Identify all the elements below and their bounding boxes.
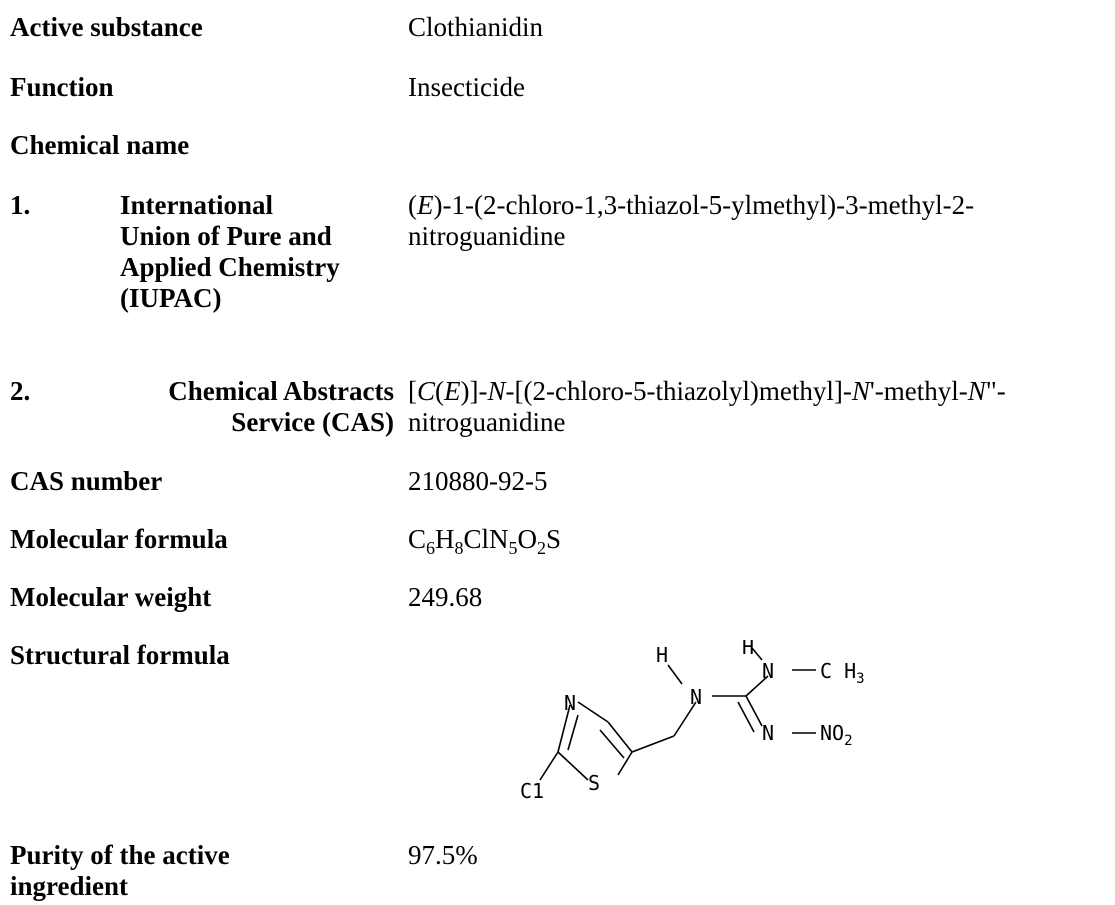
bond-n-c4 [577,701,609,723]
iupac-number: 1. [10,190,31,220]
atom-n-top: N [762,659,774,683]
atom-no2-text: NO [820,721,844,745]
atom-n-ring: N [564,691,576,715]
label-molecular-weight: Molecular weight [10,582,212,612]
formula-subscript: 5 [508,538,518,558]
atom-h-left: H [656,643,668,667]
bond-c-nlower-double [737,701,755,733]
formula-element: S [546,524,562,554]
cas-name-label: Chemical Abstracts Service (CAS) [120,376,394,438]
atom-n-mid: N [690,685,702,709]
bond-c2-s [557,751,589,781]
cas-name-part: )]- [460,376,488,406]
label-molecular-formula: Molecular formula [10,524,228,554]
cas-name-part: "- [985,376,1006,406]
cas-name-part: ( [435,376,445,406]
bond-ch2-n [673,701,697,737]
atom-ch3-text: C H [820,659,856,683]
cas-name-label-line: Service (CAS) [231,407,394,437]
label-cas-number: CAS number [10,466,163,496]
formula-subscript: 6 [426,538,436,558]
bond-c4-c5 [607,721,633,753]
cas-name-part: N [487,376,506,406]
cas-name-part: -[(2-chloro-5-thiazolyl)methyl]- [505,376,852,406]
bond-c5-s [617,751,633,776]
label-chemical-name: Chemical name [10,130,190,160]
iupac-label-line: Union of Pure and [120,221,332,251]
value-molecular-weight: 249.68 [408,582,483,612]
bond-c4-c5-double [599,729,625,759]
iupac-label-line: Applied Chemistry [120,252,340,282]
bond-c-nupper [745,675,769,697]
label-purity-line: ingredient [10,871,129,901]
formula-subscript: 2 [537,538,547,558]
label-function: Function [10,72,114,102]
iupac-value-line2: nitroguanidine [408,221,566,251]
bond-nh-top [751,647,763,661]
atom-s: S [588,771,600,795]
formula-element: ClN [463,524,509,554]
atom-h-top: H [742,640,754,659]
value-molecular-formula: C6H8ClN5O2S [408,524,562,558]
iupac-value-italic: E [417,190,434,220]
label-purity-line: Purity of the active [10,840,230,870]
formula-element: C [408,524,427,554]
cas-name-part: '-methyl- [869,376,968,406]
value-active-substance: Clothianidin [408,12,543,42]
cas-name-part: C [417,376,436,406]
iupac-value-prefix: ( [408,190,417,220]
label-purity: Purity of the active ingredient [10,840,230,902]
cas-name-number: 2. [10,376,31,406]
atom-ch3-sub: 3 [856,671,864,687]
formula-subscript: 8 [454,538,464,558]
bond-lines [539,647,816,781]
iupac-label: International Union of Pure and Applied … [120,190,394,314]
cas-name-part: N [851,376,870,406]
iupac-value-rest: )-1-(2-chloro-1,3-thiazol-5-ylmethyl)-3-… [433,190,975,220]
atom-no2-sub: 2 [844,733,852,749]
cas-name-label-line: Chemical Abstracts [168,376,394,406]
bond-nh-left [667,664,683,685]
label-structural-formula: Structural formula [10,640,230,670]
bond-n-c2 [557,704,571,753]
atom-n-lower: N [762,721,774,745]
bond-n-c2-double [567,714,579,751]
value-cas-number: 210880-92-5 [408,466,548,496]
iupac-value: (E)-1-(2-chloro-1,3-thiazol-5-ylmethyl)-… [408,190,1108,252]
atom-labels: H N C H3 H N N N NO2 C1 S [520,640,865,803]
structural-formula-diagram: H N C H3 H N N N NO2 C1 S [520,640,865,803]
cas-name-value: [C(E)]-N-[(2-chloro-5-thiazolyl)methyl]-… [408,376,1108,438]
cas-name-part: N [967,376,986,406]
cas-name-value-line1: [C(E)]-N-[(2-chloro-5-thiazolyl)methyl]-… [408,376,1108,407]
bond-c2-cl [539,751,559,781]
formula-element: H [435,524,455,554]
iupac-value-line1: (E)-1-(2-chloro-1,3-thiazol-5-ylmethyl)-… [408,190,1108,221]
cas-name-value-line2: nitroguanidine [408,407,566,437]
cas-name-part: E [444,376,461,406]
cas-name-part: [ [408,376,417,406]
value-purity: 97.5% [408,840,478,870]
bond-c-nlower [745,695,763,727]
iupac-label-line: (IUPAC) [120,283,222,313]
atom-no2: NO2 [820,721,853,749]
formula-element: O [517,524,538,554]
atom-cl: C1 [520,779,544,803]
label-active-substance: Active substance [10,12,203,42]
iupac-label-line: International [120,190,274,220]
value-function: Insecticide [408,72,525,102]
atom-ch3: C H3 [820,659,865,687]
bond-c5-ch2 [631,735,675,753]
